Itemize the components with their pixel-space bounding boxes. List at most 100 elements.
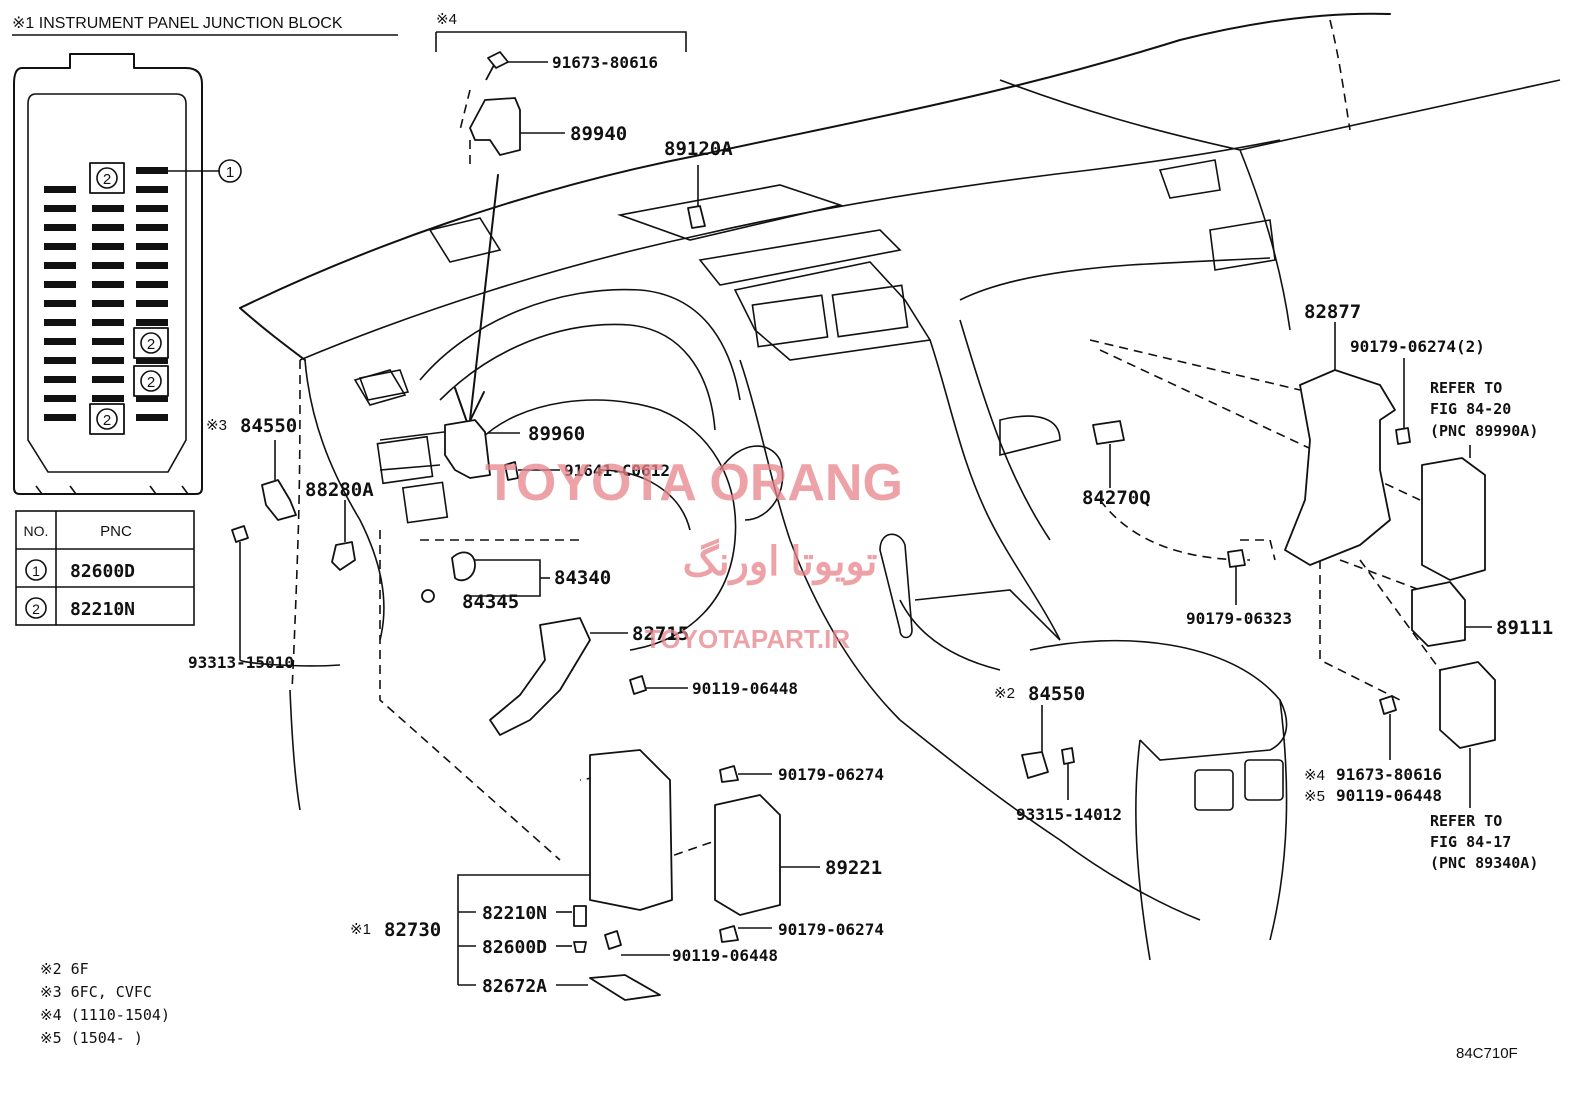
switch-84345 [421,589,435,603]
screw-93315 [1061,747,1075,765]
left-switch [401,481,449,524]
dash-left-dashed [291,359,301,691]
junction-block-inset: ※1 INSTRUMENT PANEL JUNCTION BLOCK 2 2 2… [12,15,398,495]
note-4: ※4 (1110-1504) [40,1006,170,1024]
clip-90179-06274-2 [1395,427,1411,445]
screw-90119-low [604,930,622,950]
fuse-slot [136,414,168,421]
callout-circle [96,167,118,189]
right-speaker [1158,159,1221,199]
dash-top-edge [239,12,1391,309]
note-5: ※5 (1504- ) [40,1029,143,1047]
dash-right-side [999,79,1291,331]
dash-leader [659,841,713,861]
leader-lines [239,31,1492,986]
parts [231,51,1496,1001]
screw-90119-mid [629,675,647,695]
fuse-slot [92,300,124,307]
label-89221: 89221 [825,857,882,879]
label-82672A: 82672A [482,976,547,997]
dash-left-end [239,307,306,361]
label-90179-06274-2: 90179-06274(2) [1350,337,1485,356]
console-switch [1194,769,1234,811]
watermark-main: TOYOTA ORANG [485,454,903,512]
refer-to-89990A: REFER TO [1430,379,1502,397]
center-vent-left [751,294,829,348]
refer-pnc-89990A: (PNC 89990A) [1430,422,1538,440]
bolt-91673 [485,51,509,81]
table-frame [15,510,195,626]
fuse-slot [92,357,124,364]
fuse-slot [92,376,124,383]
label-90179-06274-lower: 90179-06274 [778,920,884,939]
label-82600D: 82600D [482,937,547,958]
callout-2: 2 [103,412,111,429]
callout-2: 2 [147,336,155,353]
callout-circle [140,332,162,354]
meter-hood-inner [439,323,716,431]
dashboard-outline [239,12,1561,961]
footnotes: ※2 6F ※3 6FC, CVFC ※4 (1110-1504) ※5 (15… [40,960,1518,1062]
screw-91673-right [1379,695,1397,715]
table-row-no: 1 [32,563,40,579]
junction-block-inner [27,93,187,473]
shift-lever [879,533,913,639]
steering-wheel-outer [479,399,737,651]
fuse-slot [136,186,168,193]
steering-wheel-inner [599,469,691,531]
refer-to-89340A: REFER TO [1430,812,1502,830]
fuse-slot [136,319,168,326]
watermark-site: TOYOTAPART.IR [645,624,850,654]
console-front [899,599,1001,671]
watermark: TOYOTA ORANG تويوتا اورنگ TOYOTAPART.IR [485,454,903,654]
screw-91641 [504,461,519,481]
label-90119-06448-right: 90119-06448 [1336,786,1442,805]
fuse-slot [92,338,124,345]
fuse-82600D [573,941,587,953]
dash-lower-left [289,689,301,811]
screw-93313 [231,525,249,543]
steering-hub [719,445,784,521]
meter-hood [419,288,741,401]
block-bracket [457,874,590,985]
label-82730-marker: ※1 [350,921,371,938]
label-93315-14012: 93315-14012 [1016,805,1122,824]
relay-82210N [573,905,587,927]
console-lid [1029,639,1288,761]
table-header-no: NO. [24,523,49,539]
label-90119-06448-mid: 90119-06448 [692,679,798,698]
dash-upper-ridge [299,139,1281,361]
fuse-slot [136,357,168,364]
fuse-slot [92,224,124,231]
dash-leader [1240,539,1276,561]
table-header-pnc: PNC [100,523,132,540]
label-84345: 84345 [462,591,519,613]
label-84550-left: 84550 [240,415,297,437]
refer-fig-84-20: FIG 84-20 [1430,400,1511,418]
label-90179-06274-upper: 90179-06274 [778,765,884,784]
label-91673-80616: 91673-80616 [552,53,658,72]
install-arrow-line [469,174,499,421]
windshield-edge [1329,19,1351,131]
center-vent-right [831,284,909,338]
module-89990A [1421,457,1486,581]
passenger-dash-dashed [1099,499,1251,561]
label-89960: 89960 [528,423,585,445]
fuse-slot [44,376,76,383]
switch-84270Q [1092,420,1125,445]
label-84270Q: 84270Q [1082,487,1151,509]
fuse-slot [44,357,76,364]
console-front-edge [1135,739,1151,961]
fuse-slots [44,167,168,421]
fuse-slot [136,281,168,288]
note-3: ※3 6FC, CVFC [40,983,152,1001]
part-labels: ※4 91673-80616 89940 89120A 89960 91641-… [188,11,1553,997]
label-82730: 82730 [384,919,441,941]
left-defroster [428,217,502,263]
callout-2: 2 [147,374,155,391]
table-row-circle [25,597,47,619]
left-side-vent [353,369,407,406]
cover-82672A [589,974,661,1001]
fuse-slot [92,395,124,402]
